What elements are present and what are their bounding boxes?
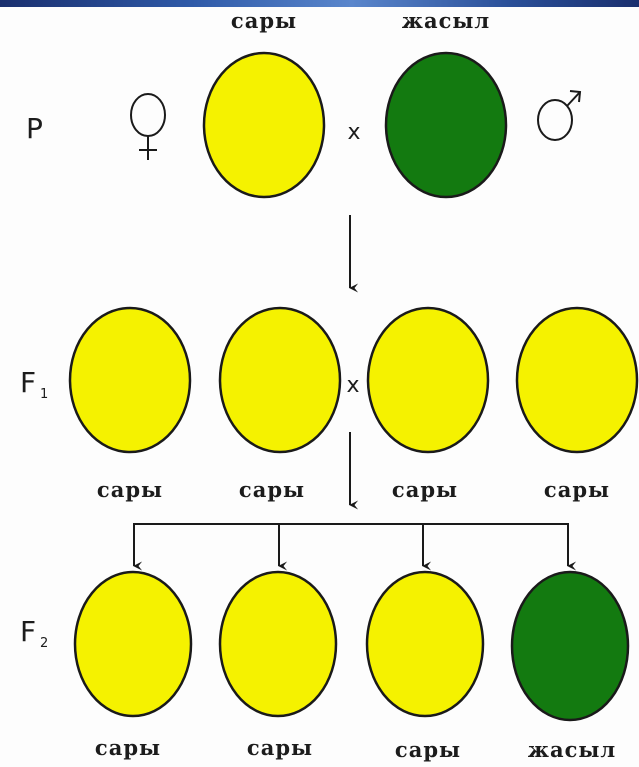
f2-branch-connector: [133, 523, 577, 571]
male-symbol-icon: [537, 90, 582, 141]
p-row: P сары x жасыл: [26, 8, 582, 293]
f2-label-2: сары: [247, 735, 313, 760]
f2-label-1: сары: [95, 735, 161, 760]
parent-male-label: жасыл: [402, 8, 490, 33]
f2-seed-4: [510, 570, 630, 722]
f1-label-2: сары: [239, 477, 305, 502]
f2-label-4: жасыл: [528, 737, 616, 762]
cross-sign-p: x: [347, 120, 360, 145]
parent-male-seed: [384, 51, 508, 199]
f1-label-4: сары: [544, 477, 610, 502]
f1-seed-4: [515, 306, 639, 454]
cross-sign-f1: x: [346, 373, 359, 398]
f2-seed-3: [365, 570, 485, 718]
generation-label-f2: F: [20, 615, 36, 648]
parent-female-label: сары: [231, 8, 297, 33]
f1-label-1: сары: [97, 477, 163, 502]
f1-label-3: сары: [392, 477, 458, 502]
slide-top-bar: [0, 0, 639, 7]
f1-seed-2: [218, 306, 342, 454]
f1-seed-3: [366, 306, 490, 454]
generation-label-p: P: [26, 112, 43, 145]
f1-row: F 1 x сары сары сары сары: [20, 306, 639, 510]
generation-label-f1: F: [20, 366, 36, 399]
f2-seed-2: [218, 570, 338, 718]
f2-row: F 2 сары сары сары жасыл: [20, 570, 630, 762]
generation-subscript-f2: 2: [40, 636, 48, 651]
f2-seed-1: [73, 570, 193, 718]
f1-seed-1: [68, 306, 192, 454]
branch-bracket: [133, 523, 569, 560]
f2-label-3: сары: [395, 737, 461, 762]
female-symbol-icon: [130, 93, 166, 160]
generation-subscript-f1: 1: [40, 387, 48, 402]
parent-female-seed: [202, 51, 326, 199]
